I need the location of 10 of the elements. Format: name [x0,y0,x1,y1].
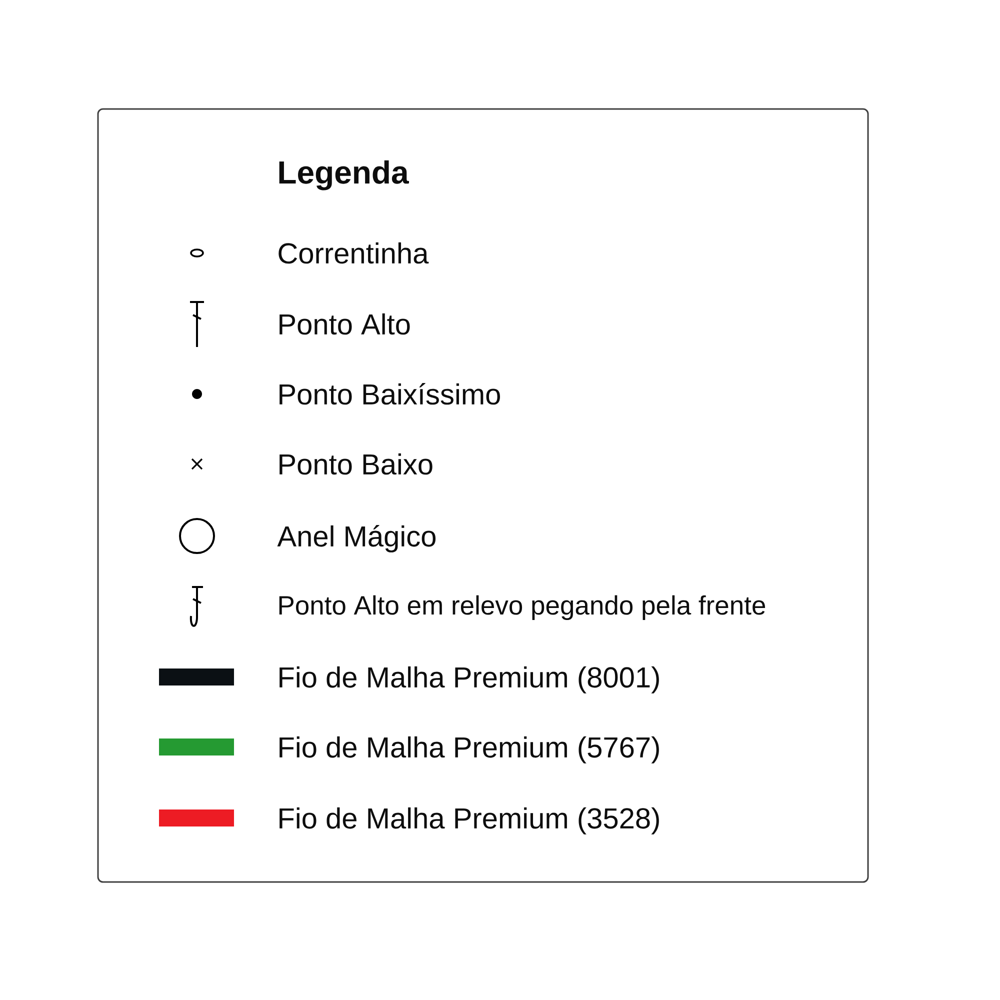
legend-label: Fio de Malha Premium (3528) [280,807,659,834]
legend-label: Correntinha [278,242,429,264]
legend-title: Legenda [279,160,409,190]
legend-label: Ponto Baixo [280,453,432,475]
legend-label: Fio de Malha Premium (8001) [280,666,659,694]
legend-label: Ponto Alto [280,313,410,335]
legend-label: Fio de Malha Premium (5767) [280,736,659,764]
legend-label: Ponto Baixíssimo [280,383,500,405]
legend-label: Ponto Alto em relevo pegando pela frente [279,595,766,620]
legend-label: Anel Mágico [277,525,436,552]
